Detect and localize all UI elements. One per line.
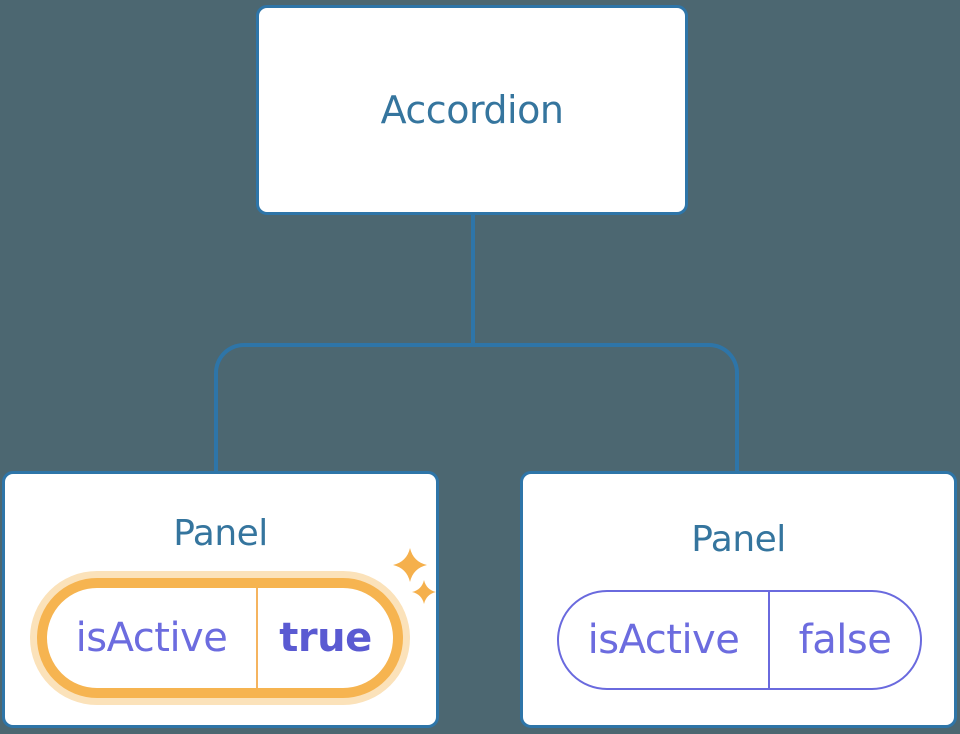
sparkle-icon-shape	[393, 548, 427, 582]
sparkle-icon	[393, 548, 427, 582]
state-value: true	[279, 615, 372, 661]
pill-divider	[768, 592, 770, 688]
panel-node-active: Panel isActive true	[2, 471, 439, 728]
state-name: isActive	[75, 615, 228, 661]
sparkle-icon-shape	[412, 580, 436, 604]
panel-node-label: Panel	[173, 513, 268, 554]
accordion-node: Accordion	[256, 5, 688, 215]
pill-divider	[256, 588, 258, 688]
connector-branch-bracket	[214, 343, 739, 472]
connector-trunk-line	[471, 214, 475, 344]
panel-node-label: Panel	[691, 519, 786, 560]
panel-node-inactive: Panel isActive false	[520, 471, 957, 728]
accordion-node-label: Accordion	[380, 88, 564, 132]
state-pill-active: isActive true	[37, 578, 403, 698]
state-pill-inactive: isActive false	[557, 590, 922, 690]
sparkle-icon	[412, 580, 436, 604]
state-name: isActive	[587, 617, 740, 663]
state-value: false	[798, 617, 892, 663]
